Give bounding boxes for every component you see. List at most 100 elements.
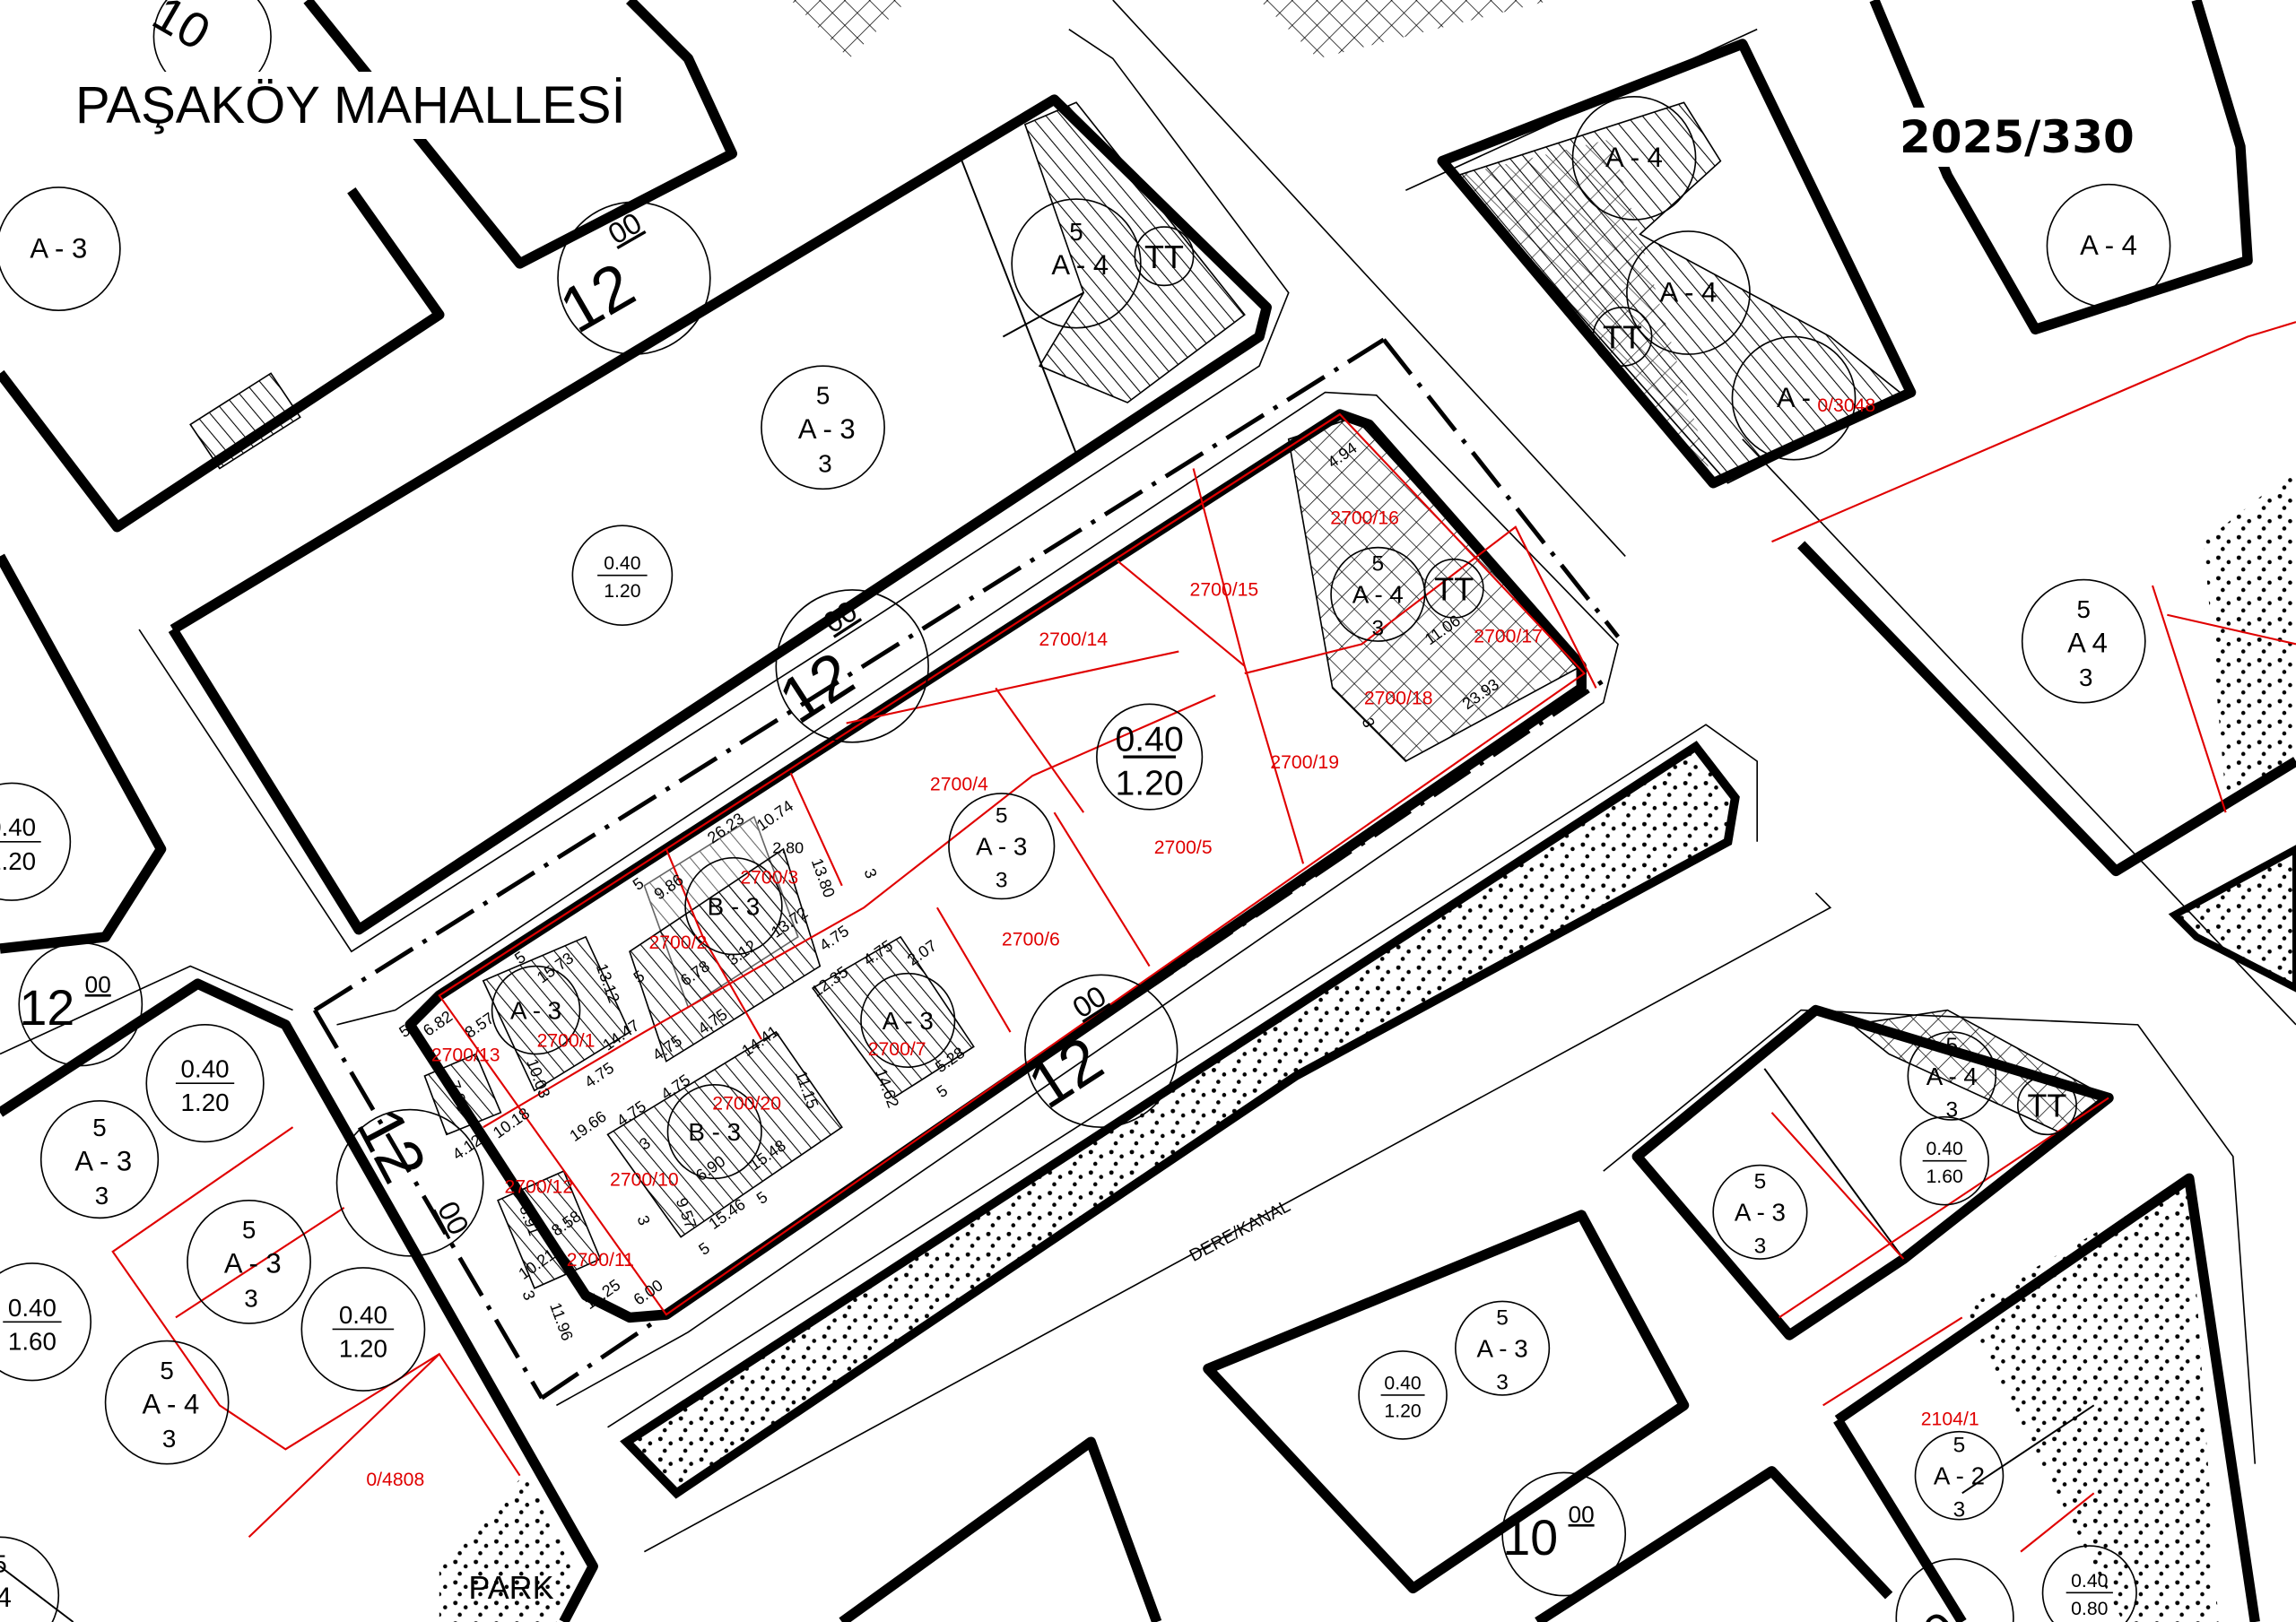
zone-code-mid: A - 3 [883, 1007, 934, 1035]
road-width: 12 [20, 980, 75, 1036]
zone-circle: 5A - 43 [1907, 1031, 1997, 1123]
parcel-number: 2700/4 [930, 775, 988, 795]
taks-value: 0.40 [2071, 1571, 2108, 1592]
dimension-label: 11.96 [546, 1300, 577, 1343]
zone-code-mid: A - 3 [510, 996, 561, 1024]
zone-circle: 5A - 33 [948, 793, 1056, 900]
taks-value: 0.40 [1116, 721, 1184, 759]
ratio-circle-outline [1358, 1350, 1448, 1440]
parcel-number: 2700/1 [537, 1030, 596, 1051]
zone-code-mid: A - 4 [2080, 230, 2137, 261]
zone-code-mid: A - 3 [976, 832, 1027, 860]
ratio-circle-outline [571, 525, 674, 626]
kaks-value: 1.20 [1116, 765, 1184, 803]
zone-code-mid: A - 3 [74, 1145, 132, 1176]
tt-circle [1592, 307, 1653, 367]
plan-number: 2025/330 [1892, 108, 2142, 167]
zone-code-bot: 3 [95, 1182, 109, 1210]
parcel-number: 2700/15 [1190, 579, 1259, 600]
road-width-circle [1895, 1557, 2014, 1622]
zone-circle-outline [2021, 578, 2146, 704]
zone-circle-outline [0, 186, 121, 311]
dimension-label: 5 [695, 1239, 713, 1259]
zone-code-bot: 3 [1372, 617, 1385, 641]
zone-code-top: 5 [1953, 1434, 1966, 1458]
parcel-number: 2104/1 [1921, 1409, 1979, 1429]
parcel-number: 2700/19 [1270, 752, 1339, 773]
density-ratio: 0.40 1.20 [571, 525, 674, 626]
zone-circle-outline [1455, 1300, 1551, 1396]
zone-circle: 5A - 43 [104, 1340, 230, 1465]
taks-value: 0.40 [1384, 1373, 1421, 1393]
tt-label: TT [1603, 319, 1642, 356]
dimension-label: 5 [630, 874, 648, 894]
zone-code-mid: A 4 [2067, 627, 2108, 658]
canal-label: DERE/KANAL [1187, 1196, 1294, 1266]
zone-circle-outline [104, 1340, 230, 1465]
zone-circle: 5A 43 [2021, 578, 2146, 704]
parcel-number: 2700/18 [1364, 688, 1433, 708]
zone-code-bot: 3 [1496, 1370, 1509, 1394]
density-ratio: 0.401.20 [1358, 1350, 1448, 1440]
zone-circle: 5A - 4 [1011, 198, 1142, 329]
kaks-value: 1.20 [339, 1334, 387, 1362]
road-width: 10 [1502, 1510, 1558, 1566]
zone-circle: A - [1731, 335, 1857, 461]
zone-circle-outline [2046, 183, 2171, 308]
zone-code-top: 5 [1496, 1306, 1509, 1331]
zone-code-bot: 3 [996, 868, 1008, 892]
tt-circle [1134, 226, 1195, 287]
zone-code-top: 5 [1069, 218, 1083, 246]
tt-circle [2016, 1075, 2077, 1136]
zone-circle-outline [948, 793, 1056, 900]
parcel-number: 0/3048 [1817, 395, 1875, 416]
kaks-value: 1.20 [604, 581, 640, 602]
dimension-label: 13.80 [808, 856, 839, 900]
density-ratio: 0.40 1.20 [1096, 703, 1204, 811]
ratio-circle-outline [0, 782, 72, 901]
density-ratio: 0.401.20 [145, 1024, 265, 1143]
zone-code-mid: A - 2 [1934, 1462, 1985, 1490]
zone-code-mid: A - 4 [142, 1388, 199, 1419]
zone-circle-outline [187, 1199, 311, 1324]
dimension-label: 10.74 [753, 796, 796, 834]
ratio-circle-outline [1900, 1115, 1989, 1206]
zone-code-top: 5 [2077, 595, 2091, 623]
dimension-label: 3 [633, 1213, 653, 1227]
dimension-label: 6.00 [631, 1276, 666, 1308]
tt-label: TT [1434, 570, 1474, 607]
road-width-circle [775, 589, 929, 743]
road-width-circle [1501, 1471, 1627, 1597]
zone-code-top: 5 [92, 1114, 106, 1141]
zone-circle: A - 4 [1626, 230, 1751, 355]
road-width: 12 [1016, 1023, 1116, 1123]
zone-code-mid: A - 4 [1660, 276, 1718, 308]
parcel-lines [111, 321, 2296, 1553]
zone-circle: 5A - 33 [1455, 1300, 1551, 1396]
dimension-label: 3 [0, 0, 9, 4]
kaks-value: 1.60 [8, 1327, 57, 1355]
taks-value: 0.40 [1926, 1139, 1963, 1159]
zone-circle-outline [666, 1083, 762, 1180]
zone-code-bot: 3 [1754, 1235, 1767, 1259]
zone-code-top: 5 [1372, 552, 1385, 577]
ratio-circle-outline [1096, 703, 1204, 811]
ratio-circle-outline [2041, 1545, 2137, 1622]
density-ratio-circles: 0.401.200.401.200.401.200.401.200.401.60… [0, 525, 2137, 1622]
taks-value: 0.40 [604, 553, 640, 574]
zone-circle: 5 A - 3 3 [39, 1099, 160, 1219]
zone-code-top: 5 [160, 1357, 173, 1384]
tt-circle [1423, 558, 1484, 619]
zone-circle: A - 4 [2046, 183, 2171, 308]
zone-circle: 5A - 23 [1914, 1430, 2005, 1522]
zone-circle: A - 3 [860, 972, 956, 1069]
zone-code-mid: B - 3 [708, 892, 761, 920]
road-width-decimal: 00 [431, 1196, 476, 1240]
density-ratio: 0.401.60 [1900, 1115, 1989, 1206]
zone-circle: A - 3 [491, 965, 581, 1055]
parcel-number: 2700/2 [648, 932, 707, 953]
zone-circle-outline [1712, 1164, 1808, 1260]
